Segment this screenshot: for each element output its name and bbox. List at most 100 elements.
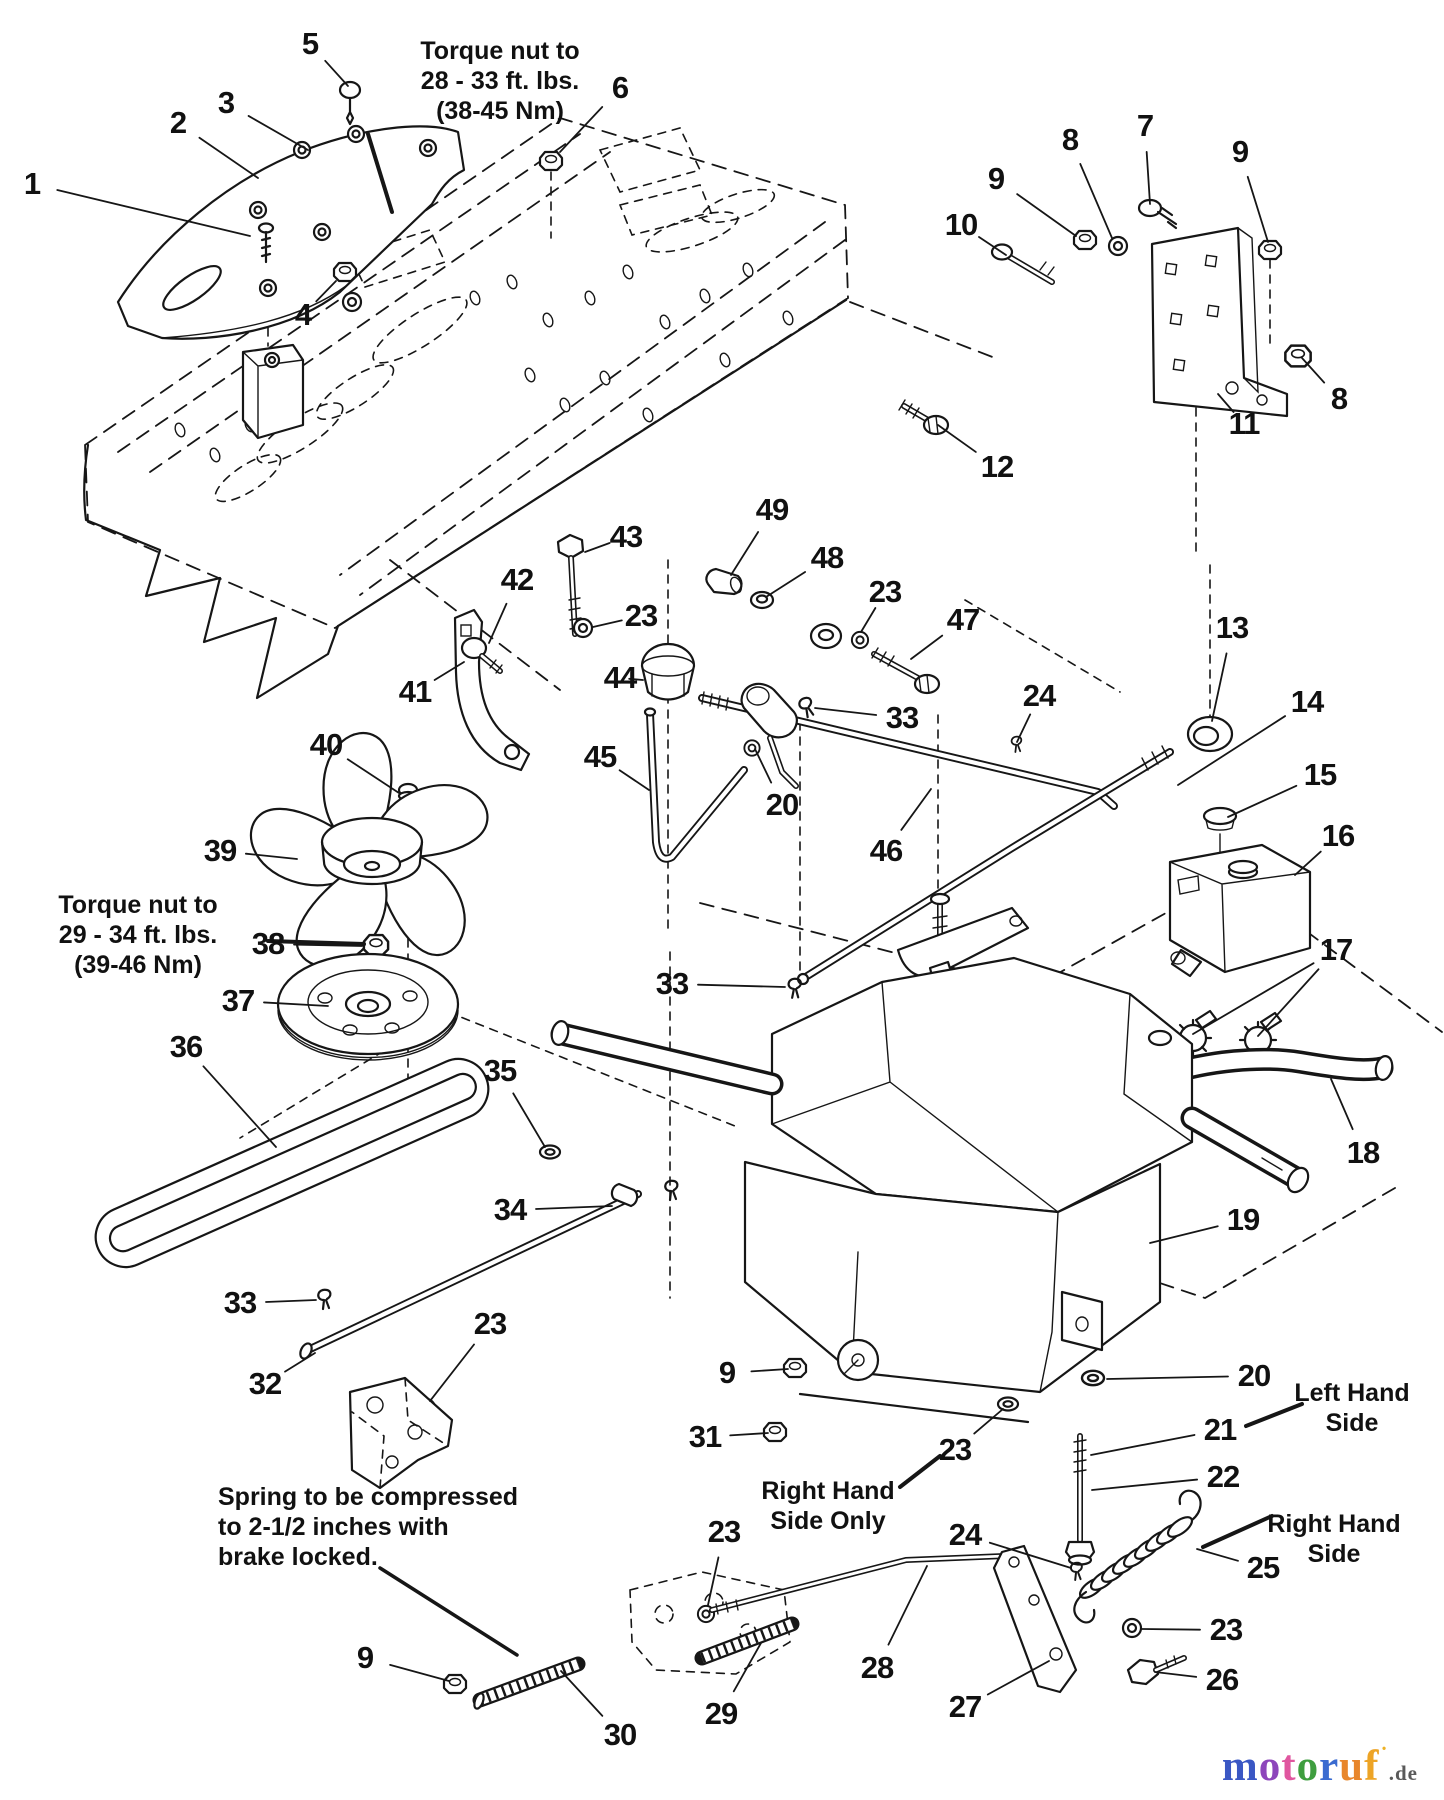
callout-25-53: 25: [1246, 1550, 1280, 1585]
leader-line: [937, 424, 977, 453]
callout-26-55: 26: [1205, 1662, 1239, 1697]
callout-10-10: 10: [944, 207, 978, 242]
callout-20-25: 20: [765, 787, 799, 822]
callout-28-57: 28: [860, 1650, 894, 1685]
leader-line: [512, 1092, 546, 1148]
leader-line: [900, 788, 932, 831]
leader-line: [366, 132, 394, 214]
motoruf-logo: motoruf˙.de: [1222, 1732, 1418, 1796]
fan-39: [249, 725, 499, 982]
leader-line: [860, 607, 877, 633]
callout-20-49: 20: [1237, 1358, 1271, 1393]
leader-line: [488, 602, 508, 644]
leader-line: [324, 59, 349, 87]
leader-line: [559, 106, 604, 153]
leader-line: [988, 1541, 1072, 1569]
leader-line: [732, 1642, 762, 1693]
callout-49-14: 49: [755, 492, 789, 527]
lever-27: [992, 1544, 1078, 1694]
note-line: Torque nut to: [420, 37, 580, 65]
leader-line: [1201, 1514, 1274, 1549]
leader-line: [433, 661, 465, 681]
callout-14-29: 14: [1290, 684, 1324, 719]
leader-line: [628, 677, 644, 681]
bolt-26: [1126, 1655, 1187, 1686]
leader-line: [293, 943, 363, 947]
logo-mark: ˙: [1380, 1742, 1389, 1767]
callout-24-52: 24: [948, 1517, 982, 1552]
leader-line: [429, 1343, 475, 1402]
spring-29: [694, 1616, 800, 1666]
leader-line: [814, 707, 878, 716]
leader-line: [618, 769, 650, 791]
callout-7-8: 7: [1136, 108, 1154, 143]
reservoir-16: [1168, 843, 1312, 978]
bolt-21-22: [1064, 1433, 1096, 1566]
leader-line: [1149, 1225, 1219, 1244]
spring-30: [472, 1656, 586, 1710]
callout-8-12: 8: [1330, 381, 1348, 416]
callout-29-58: 29: [704, 1696, 738, 1731]
callout-48-15: 48: [810, 540, 844, 575]
leader-line: [1217, 393, 1235, 413]
callout-38-36: 38: [251, 926, 285, 961]
leader-line: [1154, 1671, 1198, 1678]
callout-33-40: 33: [655, 966, 689, 1001]
leader-line: [978, 236, 1007, 256]
logo-suffix: .de: [1388, 1761, 1418, 1785]
callout-2-1: 2: [169, 105, 187, 140]
leader-line: [1211, 652, 1228, 722]
grommet-13: [1186, 715, 1234, 753]
callout-18-33: 18: [1346, 1135, 1380, 1170]
note-line: (39-46 Nm): [74, 951, 202, 979]
leader-line: [244, 852, 298, 860]
leader-line: [1141, 1628, 1201, 1631]
leader-line: [986, 1660, 1050, 1696]
note-line: Right Hand: [1267, 1510, 1401, 1538]
leader-line: [535, 1205, 613, 1210]
callout-23-16: 23: [868, 574, 902, 609]
leader-line: [265, 1299, 317, 1303]
note-line: Right Hand: [761, 1477, 895, 1505]
leader-line: [898, 1454, 942, 1489]
leader-line: [729, 1432, 769, 1437]
pulley-37: [276, 952, 460, 1061]
chassis-frame: [83, 117, 849, 700]
leader-line: [1090, 1434, 1196, 1456]
note-line: (38-45 Nm): [436, 97, 564, 125]
note-line: Side: [1325, 1409, 1379, 1437]
callout-8-7: 8: [1061, 122, 1079, 157]
callout-19-45: 19: [1226, 1202, 1260, 1237]
leader-line: [346, 758, 400, 794]
note-line: Side Only: [770, 1507, 886, 1535]
callout-24-27: 24: [1022, 678, 1056, 713]
callout-1-0: 1: [23, 166, 41, 201]
leader-line: [1016, 193, 1077, 237]
callout-33-42: 33: [223, 1285, 257, 1320]
leader-line: [1091, 1478, 1199, 1491]
bushing-34: [610, 1182, 639, 1208]
callout-27-56: 27: [948, 1689, 982, 1724]
logo-letter: u: [1339, 1743, 1365, 1790]
leader-line: [973, 1408, 1004, 1435]
leader-line: [1192, 962, 1315, 1035]
callout-3-2: 3: [217, 85, 235, 120]
callout-44-21: 44: [603, 660, 637, 695]
leader-line: [1106, 1375, 1229, 1380]
end-block-and-screw: [241, 222, 305, 440]
hose-clamps-17: [1173, 1009, 1283, 1060]
cover-plate: [116, 124, 466, 340]
leader-line: [1227, 784, 1298, 818]
callout-9-6: 9: [987, 161, 1005, 196]
leader-line: [1246, 175, 1269, 243]
logo-letter: o: [1296, 1743, 1320, 1790]
leader-line: [1257, 968, 1320, 1037]
link-20: [740, 682, 799, 789]
callout-35-39: 35: [483, 1053, 517, 1088]
callout-21-50: 21: [1203, 1412, 1237, 1447]
note-line: Left Hand: [1294, 1379, 1410, 1407]
callout-13-28: 13: [1215, 610, 1249, 645]
callout-43-18: 43: [609, 519, 643, 554]
